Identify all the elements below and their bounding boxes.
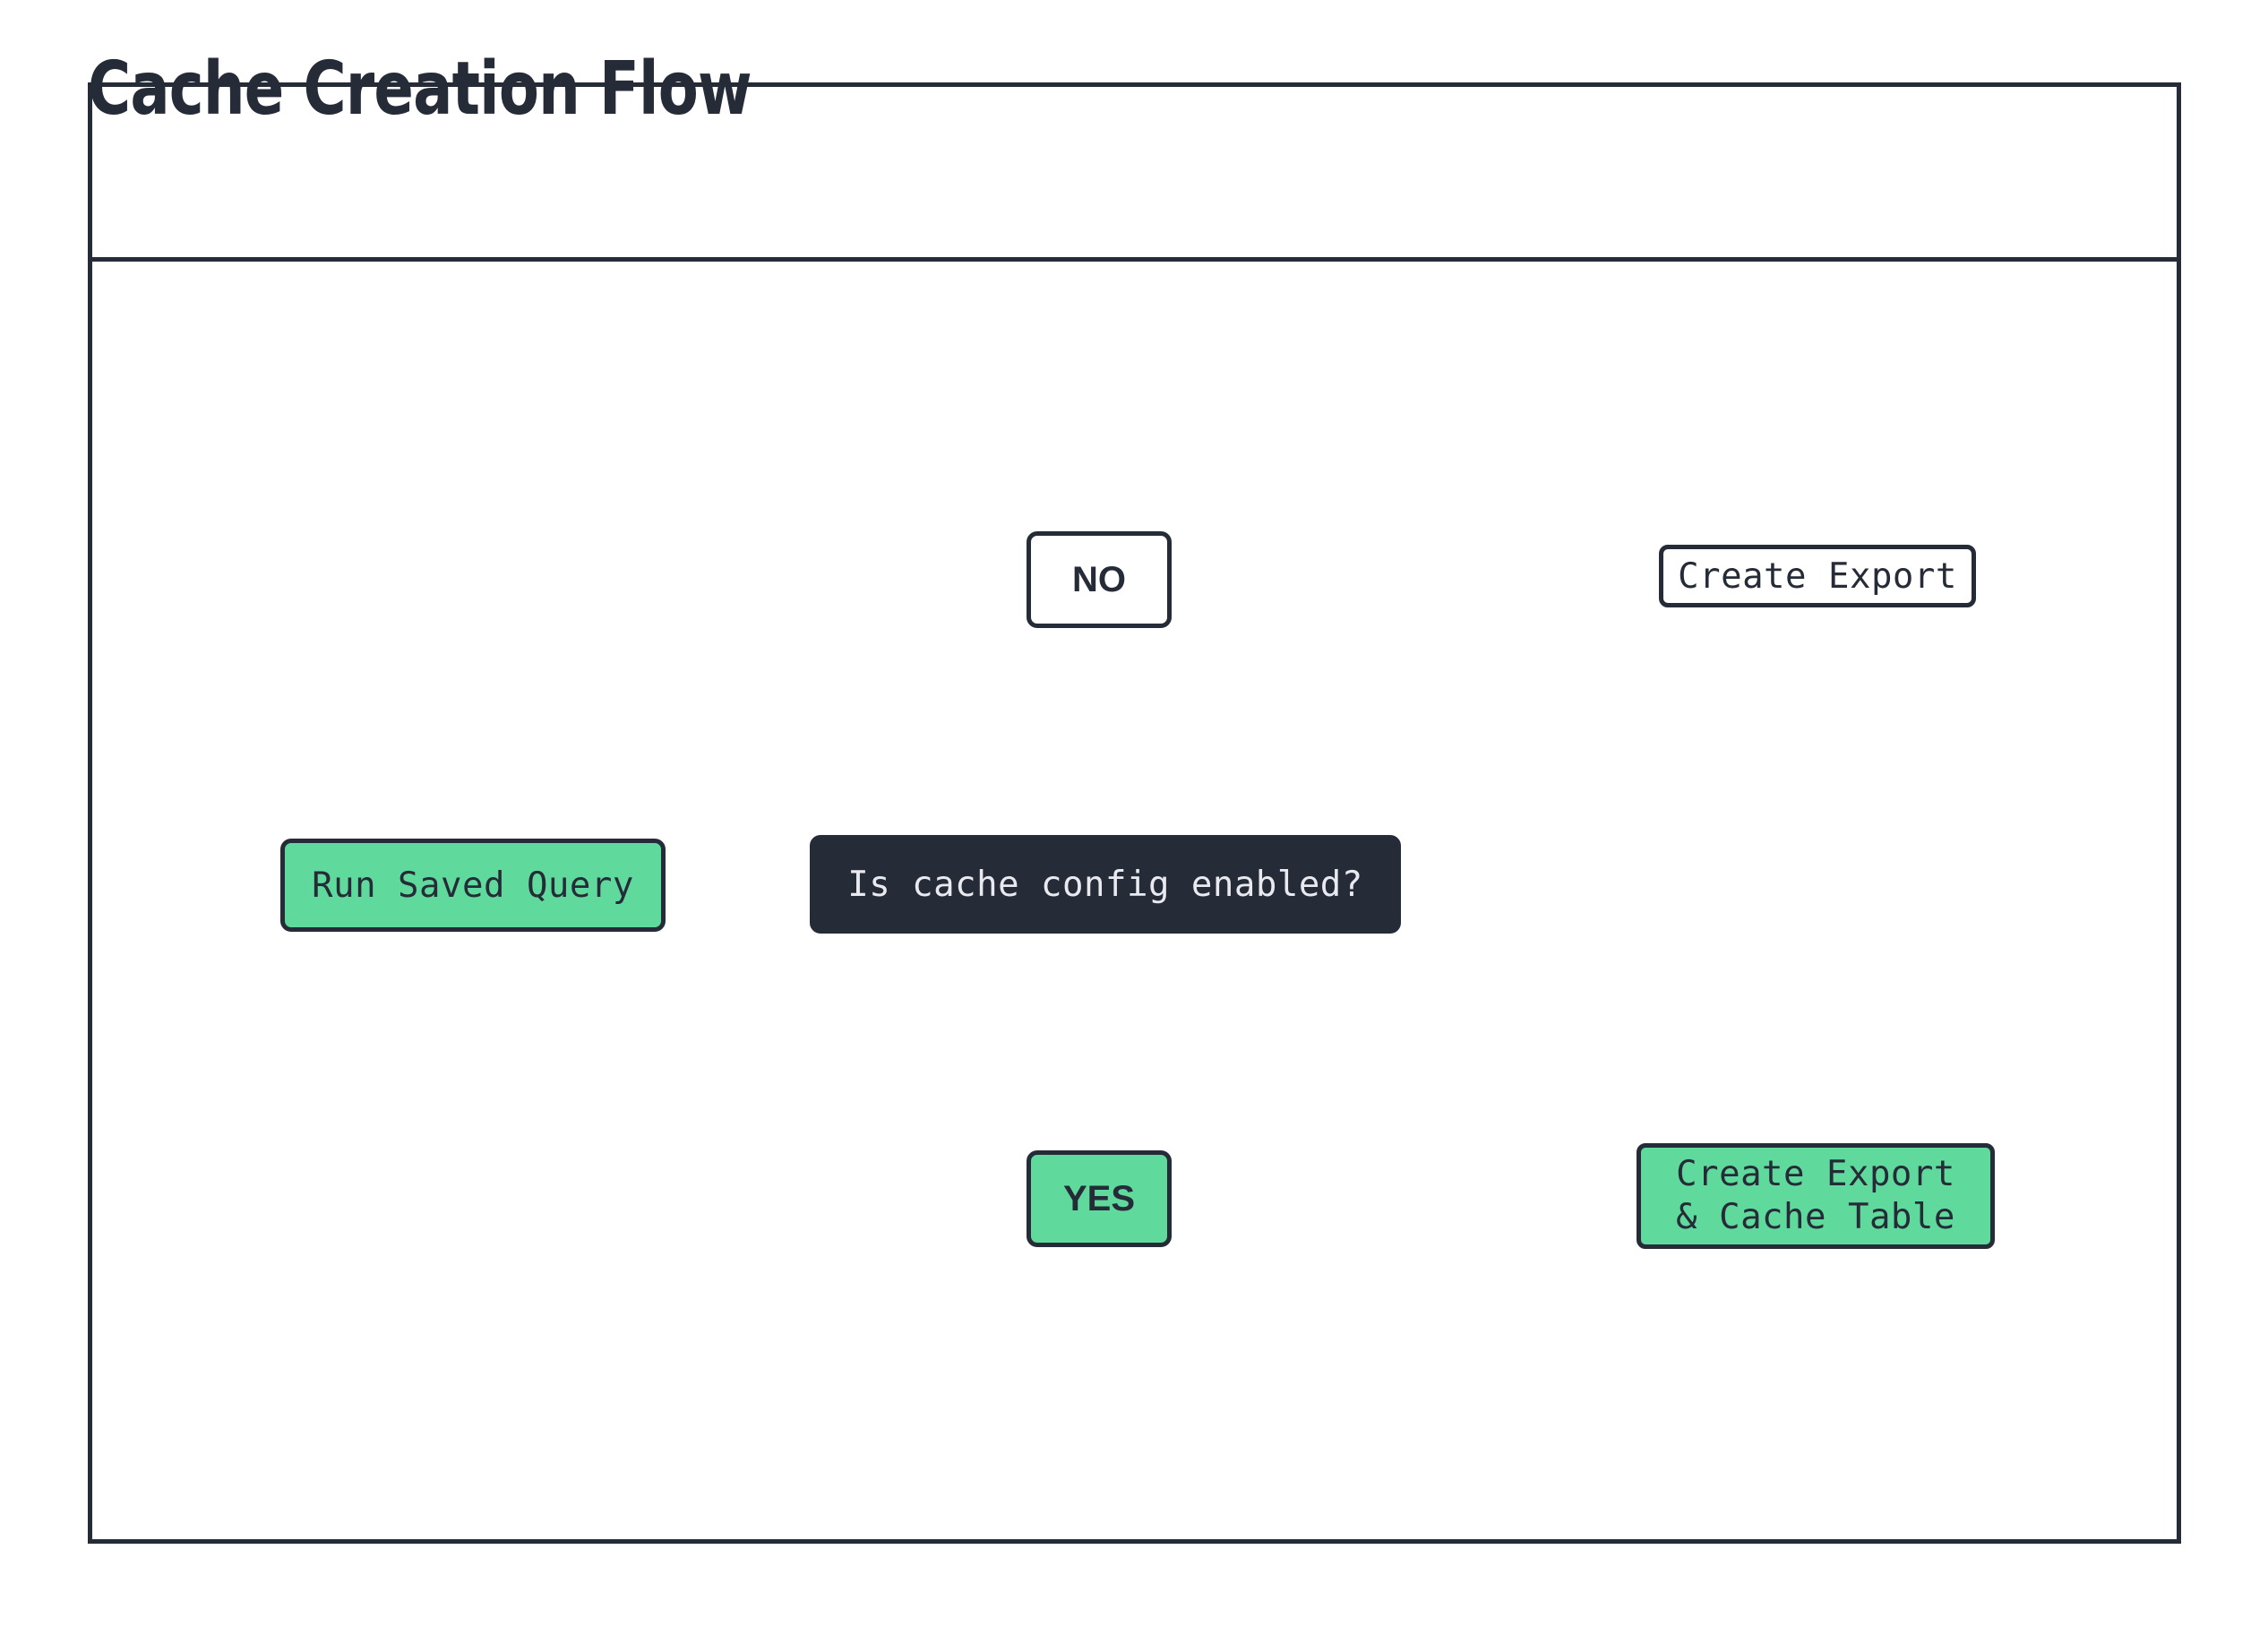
node-decision-is-cache-config-enabled[interactable]: Is cache config enabled?	[810, 835, 1401, 934]
node-branch-yes[interactable]: YES	[1027, 1150, 1172, 1247]
diagram-title-bar	[92, 87, 2177, 262]
node-decision-label: Is cache config enabled?	[847, 864, 1363, 905]
node-create-export-and-cache-table-label-line-1: Create Export	[1676, 1154, 1955, 1195]
node-run-saved-query-label: Run Saved Query	[312, 865, 634, 906]
node-create-export-label: Create Export	[1678, 555, 1957, 597]
diagram-frame	[88, 82, 2181, 1544]
node-branch-yes-label: YES	[1062, 1178, 1136, 1218]
page-title: Cache Creation Flow	[88, 47, 752, 132]
node-branch-no[interactable]: NO	[1027, 531, 1172, 628]
node-create-export[interactable]: Create Export	[1659, 545, 1976, 607]
node-create-export-and-cache-table-label-line-2: & Cache Table	[1676, 1197, 1955, 1237]
node-run-saved-query[interactable]: Run Saved Query	[280, 839, 666, 932]
node-create-export-and-cache-table[interactable]: Create Export & Cache Table	[1637, 1143, 1995, 1249]
node-branch-no-label: NO	[1072, 559, 1126, 599]
